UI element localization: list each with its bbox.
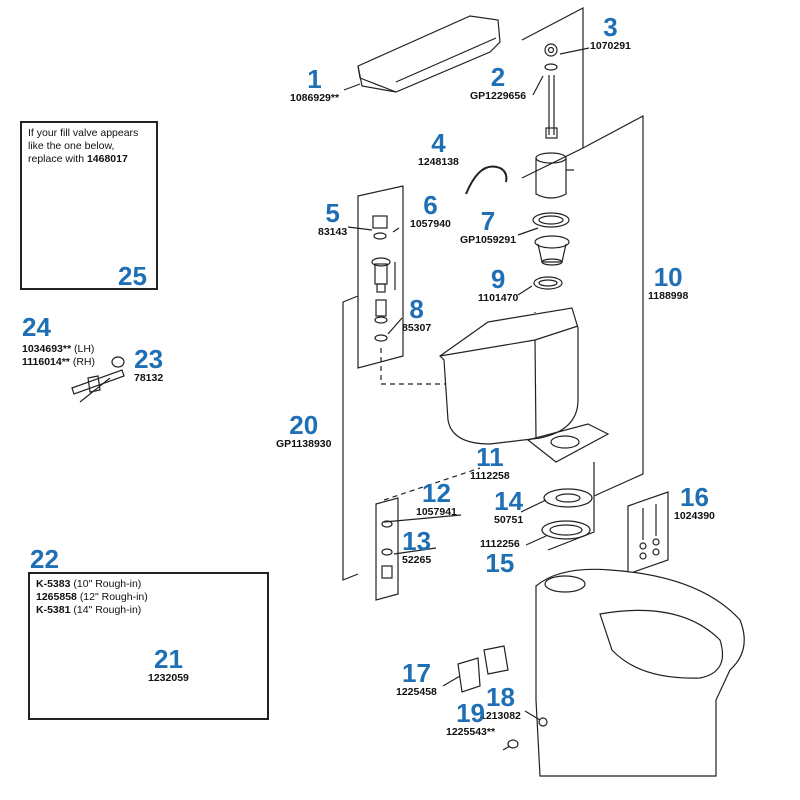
callout-22: 22 [30,546,59,572]
bracket-14 [547,462,595,551]
part-24-rh[interactable]: 1116014** (RH) [22,355,95,368]
fill-valve-replacement-box: If your fill valve appears like the one … [20,121,158,291]
bracket-16 [627,491,669,575]
note-line-1: If your fill valve appears [28,127,139,139]
flush-valve-drawing [532,43,574,290]
bracket-5 [357,185,404,369]
rough-in-option-0[interactable]: K-5383 (10" Rough-in) [36,578,142,590]
callout-25-number: 25 [118,261,147,291]
bracket-20 [342,295,359,581]
bolt-parts-12-13-drawing [381,520,393,579]
closet-flange-options-box: K-5383 (10" Rough-in) 1265858 (12" Rough… [28,572,269,720]
refill-hose-drawing [465,165,508,195]
actuator-17-drawing [457,645,548,749]
bracket-12 [375,497,399,601]
trip-lever-23-drawing [71,356,125,395]
note-line-2: like the one below, [28,140,115,153]
rough-in-option-2[interactable]: K-5381 (14" Rough-in) [36,604,142,617]
bolts-16-drawing [639,504,660,560]
callout-24: 24 1034693** (LH) 1116014** (RH) [22,312,95,368]
toilet-tank-drawing [439,307,579,445]
rough-in-options: K-5383 (10" Rough-in) 1265858 (12" Rough… [36,578,148,617]
bracket-10 [582,115,644,497]
gasket-14-drawing [543,488,593,508]
part-24-lh[interactable]: 1034693** (LH) [22,343,95,356]
note-line-3-part-number: 1468017 [86,153,128,166]
note-line-3-prefix: replace with [28,153,87,166]
callout-24-number: 24 [22,312,51,342]
gasket-15-drawing [541,520,591,540]
gasket-11-drawing [526,423,610,463]
fill-valve-note: If your fill valve appears like the one … [28,127,154,166]
tank-lid-drawing [357,15,501,93]
callout-22-number: 22 [30,544,59,574]
fill-valve-drawing [371,215,400,342]
rough-in-option-1[interactable]: 1265858 (12" Rough-in) [36,591,148,604]
toilet-bowl-drawing [535,568,745,777]
